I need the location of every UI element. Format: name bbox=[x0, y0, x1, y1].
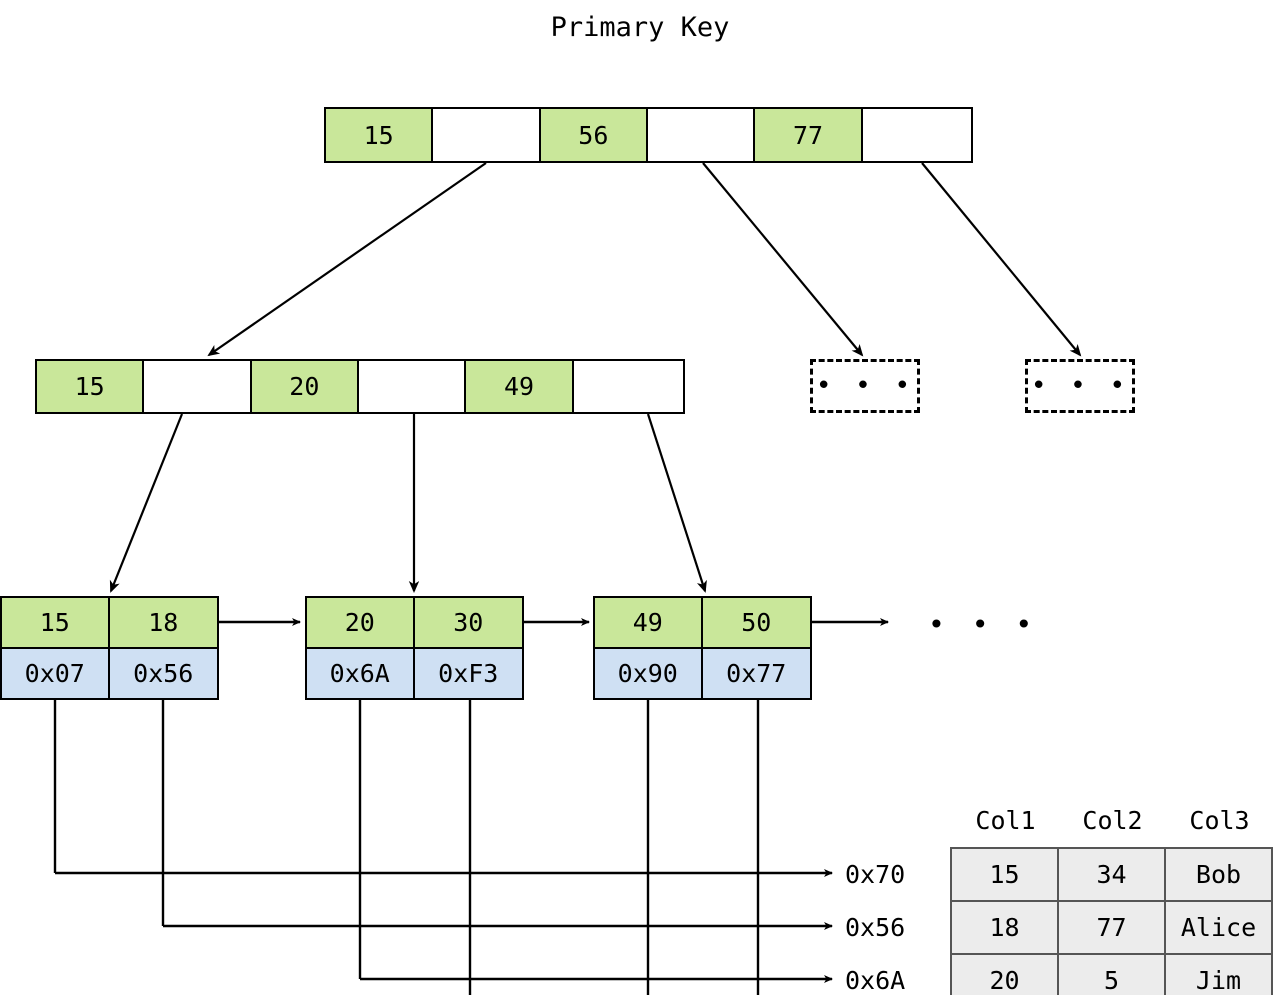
edge-root-to-internal bbox=[207, 162, 487, 357]
table-cell-r0c2: Bob bbox=[1164, 847, 1273, 902]
record-address-0: 0x70 bbox=[845, 860, 906, 889]
table-cell-r1c2: Alice bbox=[1164, 900, 1273, 955]
leaf-2-pointer-1[interactable]: 0xF3 bbox=[414, 649, 522, 698]
root-cell-ptr-2[interactable] bbox=[862, 109, 972, 161]
leaf-node-2[interactable]: 20 30 0x6A 0xF3 bbox=[305, 596, 524, 700]
table-row[interactable]: 18 77 Alice bbox=[950, 900, 1273, 955]
internal-cell-ptr-0[interactable] bbox=[144, 361, 252, 412]
leaf-node-3[interactable]: 49 50 0x90 0x77 bbox=[593, 596, 812, 700]
edge-root-to-placeholder-2 bbox=[921, 162, 1082, 357]
leaf-2-key-0[interactable]: 20 bbox=[307, 598, 415, 647]
leaf-2-pointer-0[interactable]: 0x6A bbox=[307, 649, 415, 698]
table-cell-r1c1: 77 bbox=[1057, 900, 1166, 955]
leaf-2-pointers-row: 0x6A 0xF3 bbox=[307, 649, 522, 698]
leaf-1-key-1[interactable]: 18 bbox=[109, 598, 217, 647]
table-cell-r2c1: 5 bbox=[1057, 953, 1166, 995]
leaf-node-1[interactable]: 15 18 0x07 0x56 bbox=[0, 596, 219, 700]
leaf-2-key-1[interactable]: 30 bbox=[414, 598, 522, 647]
leaf-1-pointers-row: 0x07 0x56 bbox=[2, 649, 217, 698]
record-address-2: 0x6A bbox=[845, 966, 906, 995]
table-row[interactable]: 15 34 Bob bbox=[950, 847, 1273, 902]
internal-cell-key-2[interactable]: 49 bbox=[466, 361, 574, 412]
leaf-1-keys-row: 15 18 bbox=[2, 598, 217, 649]
root-cell-key-2[interactable]: 77 bbox=[755, 109, 863, 161]
leaf-3-pointer-0[interactable]: 0x90 bbox=[595, 649, 703, 698]
internal-cell-key-0[interactable]: 15 bbox=[37, 361, 145, 412]
leaf-1-key-0[interactable]: 15 bbox=[2, 598, 110, 647]
internal-node-left[interactable]: 15 20 49 bbox=[35, 359, 685, 414]
edge-root-to-placeholder-1 bbox=[702, 162, 864, 357]
leaf-chain-ellipsis: • • • bbox=[928, 608, 1038, 641]
leaf-3-key-1[interactable]: 50 bbox=[702, 598, 810, 647]
table-cell-r0c0: 15 bbox=[950, 847, 1059, 902]
leaf-3-keys-row: 49 50 bbox=[595, 598, 810, 649]
table-header-col2: Col2 bbox=[1082, 806, 1143, 835]
leaf-2-keys-row: 20 30 bbox=[307, 598, 522, 649]
record-table: 15 34 Bob 18 77 Alice 20 5 Jim bbox=[950, 847, 1273, 995]
table-header-col1: Col1 bbox=[975, 806, 1036, 835]
table-row[interactable]: 20 5 Jim bbox=[950, 953, 1273, 995]
root-node[interactable]: 15 56 77 bbox=[324, 107, 973, 163]
table-cell-r0c1: 34 bbox=[1057, 847, 1166, 902]
internal-cell-ptr-2[interactable] bbox=[573, 361, 684, 412]
leaf-3-key-0[interactable]: 49 bbox=[595, 598, 703, 647]
root-cell-ptr-0[interactable] bbox=[433, 109, 541, 161]
placeholder-subtree-2: • • • bbox=[1025, 359, 1135, 413]
leaf-3-pointer-1[interactable]: 0x77 bbox=[702, 649, 810, 698]
internal-cell-key-1[interactable]: 20 bbox=[251, 361, 360, 412]
root-cell-key-0[interactable]: 15 bbox=[326, 109, 434, 161]
edge-internal-to-leaf-1 bbox=[109, 413, 184, 593]
leaf-1-pointer-1[interactable]: 0x56 bbox=[109, 649, 217, 698]
table-cell-r1c0: 18 bbox=[950, 900, 1059, 955]
table-cell-r2c2: Jim bbox=[1164, 953, 1273, 995]
internal-cell-ptr-1[interactable] bbox=[359, 361, 467, 412]
root-cell-key-1[interactable]: 56 bbox=[540, 109, 649, 161]
page-title: Primary Key bbox=[550, 12, 730, 43]
root-cell-ptr-1[interactable] bbox=[648, 109, 756, 161]
record-address-1: 0x56 bbox=[845, 913, 906, 942]
table-cell-r2c0: 20 bbox=[950, 953, 1059, 995]
leaf-3-pointers-row: 0x90 0x77 bbox=[595, 649, 810, 698]
placeholder-subtree-1: • • • bbox=[810, 359, 920, 413]
leaf-1-pointer-0[interactable]: 0x07 bbox=[2, 649, 110, 698]
edge-internal-to-leaf-3 bbox=[646, 413, 707, 593]
table-header-col3: Col3 bbox=[1189, 806, 1250, 835]
